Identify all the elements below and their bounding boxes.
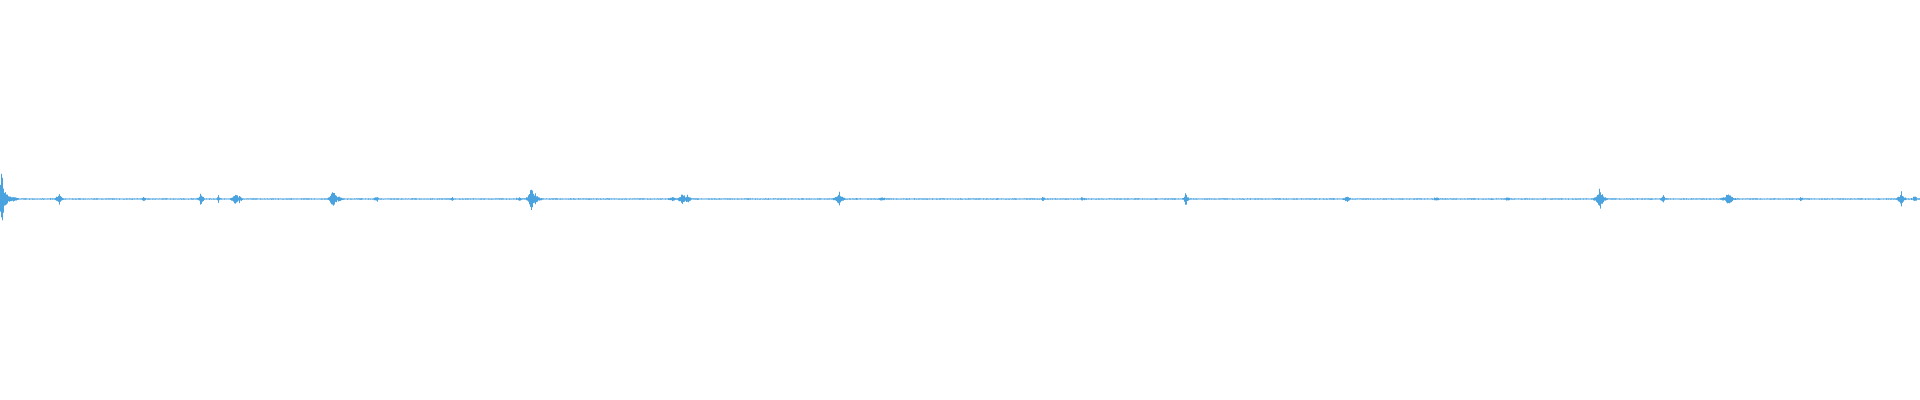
waveform-signal: [0, 173, 1920, 221]
